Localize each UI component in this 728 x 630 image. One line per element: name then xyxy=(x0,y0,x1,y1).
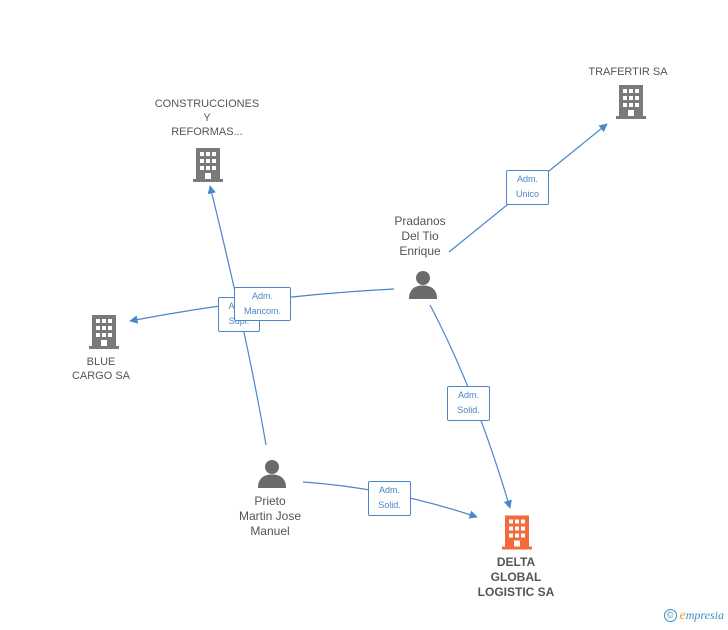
edge-label-adm-solid-pradanos[interactable]: Adm. Solid. xyxy=(447,386,490,421)
nodes xyxy=(89,85,646,550)
building-icon-main[interactable] xyxy=(502,515,532,550)
building-icon[interactable] xyxy=(616,85,646,119)
building-icon[interactable] xyxy=(89,315,119,349)
edge-label-adm-solid-prieto[interactable]: Adm. Solid. xyxy=(368,481,411,516)
person-icon[interactable] xyxy=(409,271,437,299)
brand-first-letter: e xyxy=(679,608,686,623)
person-label-pradanos[interactable]: Pradanos Del Tio Enrique xyxy=(394,214,446,258)
company-label-trafertir[interactable]: TRAFERTIR SA xyxy=(588,66,668,78)
company-label-delta[interactable]: DELTA GLOBAL LOGISTIC SA xyxy=(477,555,555,599)
company-label-construcciones[interactable]: CONSTRUCCIONES Y REFORMAS... xyxy=(154,98,260,138)
edge-label-adm-unico[interactable]: Adm. Unico xyxy=(506,170,549,205)
empresia-watermark[interactable]: ©empresia xyxy=(663,608,724,624)
copyright-icon: © xyxy=(663,609,677,622)
building-icon[interactable] xyxy=(193,148,223,182)
person-label-prieto[interactable]: Prieto Martin Jose Manuel xyxy=(238,494,302,538)
person-icon[interactable] xyxy=(258,460,286,488)
brand-rest: mpresia xyxy=(685,608,724,622)
company-label-blue-cargo[interactable]: BLUE CARGO SA xyxy=(71,356,131,382)
edge-label-adm-mancom[interactable]: Adm. Mancom. xyxy=(234,287,291,321)
